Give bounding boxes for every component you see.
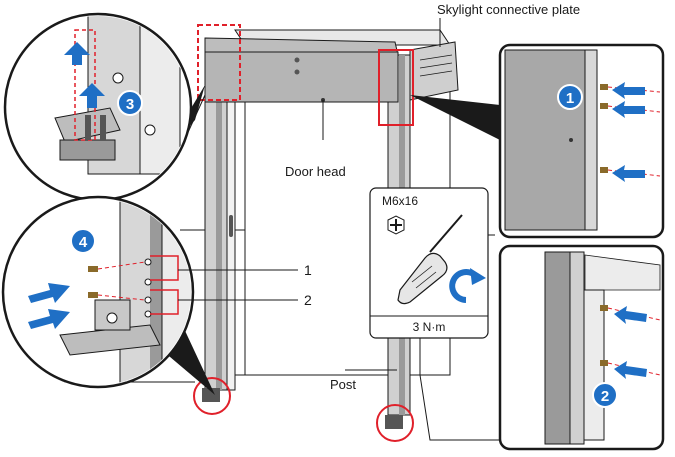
push-left-arrow-icon bbox=[614, 306, 647, 379]
phillips-screw-icon bbox=[387, 215, 405, 235]
step-2-badge bbox=[592, 382, 618, 408]
step-4-badge bbox=[70, 228, 96, 254]
step-4-number: 4 bbox=[79, 234, 88, 251]
door-head-label: Door head bbox=[285, 164, 346, 179]
step-1-badge bbox=[557, 84, 583, 110]
step-3-number: 3 bbox=[126, 96, 134, 113]
skylight-plate-label: Skylight connective plate bbox=[437, 2, 580, 17]
torque-label: 3 N·m bbox=[413, 320, 446, 334]
callout-2-label: 2 bbox=[304, 292, 312, 308]
skylight-plate bbox=[409, 41, 459, 101]
screwdriver-icon bbox=[397, 214, 463, 305]
step-1-number: 1 bbox=[566, 90, 574, 107]
up-arrow-icon bbox=[64, 42, 105, 108]
push-left-arrow-icon bbox=[612, 82, 645, 182]
inset-step-3: 3 bbox=[3, 12, 206, 202]
highlight-boxes bbox=[197, 24, 414, 126]
rotate-clockwise-icon bbox=[449, 268, 486, 303]
inset-step-1: 1 bbox=[410, 43, 665, 239]
callout-1-label: 1 bbox=[304, 262, 312, 278]
foot-markers bbox=[193, 377, 414, 442]
inset-step-2: 2 bbox=[498, 244, 665, 451]
label-post: Post bbox=[330, 369, 397, 392]
tool-panel: M6x16 3 N·m bbox=[369, 187, 489, 339]
step-3-badge bbox=[117, 90, 143, 116]
step-2-number: 2 bbox=[601, 388, 609, 405]
push-arrow-icon bbox=[28, 283, 70, 329]
screw-spec-label: M6x16 bbox=[382, 194, 418, 208]
door-head bbox=[204, 37, 399, 103]
post-label: Post bbox=[330, 377, 356, 392]
label-skylight: Skylight connective plate bbox=[437, 2, 580, 47]
label-door-head: Door head bbox=[285, 100, 346, 179]
